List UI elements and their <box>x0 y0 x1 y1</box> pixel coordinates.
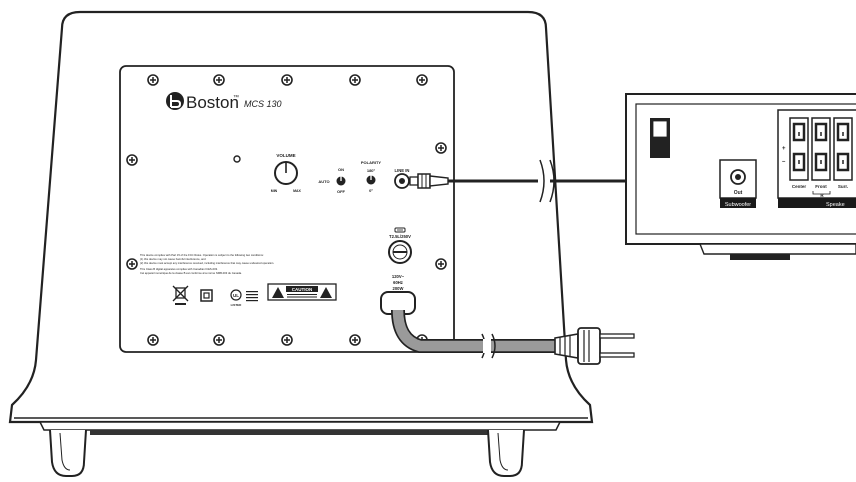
brand-trademark: ™ <box>233 94 239 101</box>
screw-icon <box>213 334 225 346</box>
screw-icon <box>416 74 428 86</box>
plug-prong <box>599 333 635 339</box>
switch-off-label: OFF <box>337 189 346 194</box>
rear-panel <box>119 65 455 353</box>
base-shadow <box>90 430 510 435</box>
speaker-terminal-column <box>811 117 831 181</box>
speaker-terminal-column <box>833 117 853 181</box>
ul-mark: UL <box>233 293 239 298</box>
volume-control: VOLUME MIN MAX <box>271 153 302 193</box>
fuse-rating: T2.5L/250V <box>389 234 411 239</box>
fcc-line: This Class B digital apparatus complies … <box>140 267 218 271</box>
screw-icon <box>349 74 361 86</box>
screw-icon <box>281 334 293 346</box>
power-input-rating: 120V~ 60Hz 200W <box>392 274 405 291</box>
regulatory-marks: UL LISTED CAUTION <box>172 283 337 307</box>
fcc-line: (1) this device may not cause harmful in… <box>140 257 206 261</box>
line-in-label: LINE IN <box>395 168 410 173</box>
volume-min-label: MIN <box>271 189 278 193</box>
speaker-r-label: R <box>820 193 824 198</box>
speaker-center-label: Center <box>792 184 807 189</box>
fcc-line: This device complies with Part 15 of the… <box>140 253 264 257</box>
rca-plug-icon <box>417 173 431 189</box>
subwoofer-label: Subwoofer <box>725 202 751 208</box>
screw-icon <box>126 154 138 166</box>
warning-triangle-icon <box>272 287 284 298</box>
polarity-label: POLARITY <box>361 160 382 165</box>
screw-icon <box>126 258 138 270</box>
ul-listed-icon: UL LISTED <box>230 289 258 307</box>
power-frequency: 60Hz <box>393 280 403 285</box>
brand-name: Boston <box>186 93 239 112</box>
polarity-switch: POLARITY 180° 0° <box>361 160 382 193</box>
caution-label: CAUTION <box>267 283 337 301</box>
receiver-unit: Out Subwoofer + – Center Front Surr. <box>625 93 856 260</box>
out-label: Out <box>734 190 743 196</box>
power-wattage: 200W <box>393 286 404 291</box>
ul-listed-label: LISTED <box>231 303 243 307</box>
caution-text: CAUTION <box>292 287 313 292</box>
power-cord <box>391 309 635 365</box>
screw-icon <box>147 74 159 86</box>
speaker-terminal-column <box>789 117 809 181</box>
switch-auto-label: AUTO <box>318 179 329 184</box>
power-led <box>233 155 241 163</box>
panel-screws <box>126 74 447 346</box>
polarity-0-label: 0° <box>369 188 373 193</box>
screw-icon <box>147 334 159 346</box>
volume-label: VOLUME <box>276 153 295 158</box>
model-name: MCS 130 <box>244 99 282 109</box>
warning-triangle-icon <box>320 287 332 298</box>
fcc-line: (2) this device must accept any interfer… <box>140 261 274 265</box>
brand-logo: Boston ™ MCS 130 <box>166 92 282 112</box>
speaker-plus-label: + <box>782 146 786 152</box>
power-voltage: 120V~ <box>392 274 405 279</box>
screw-icon <box>435 258 447 270</box>
switch-on-label: ON <box>338 167 344 172</box>
speaker-minus-label: – <box>782 159 786 165</box>
screw-icon <box>435 142 447 154</box>
line-in-jack: LINE IN <box>394 168 410 189</box>
screw-icon <box>281 74 293 86</box>
speaker-front-label: Front <box>815 184 827 189</box>
volume-max-label: MAX <box>293 189 301 193</box>
plug-prong <box>599 352 635 358</box>
speakers-label: Speake <box>826 202 845 208</box>
polarity-180-label: 180° <box>367 168 376 173</box>
weee-bin-icon <box>172 285 189 305</box>
screw-icon <box>349 334 361 346</box>
double-insulation-icon <box>200 289 213 302</box>
fcc-statement: This device complies with Part 15 of the… <box>140 253 274 275</box>
plug-strain-relief <box>554 333 579 359</box>
subwoofer-feet <box>49 429 525 477</box>
fcc-line: Cet appareil numérique de la classe B es… <box>140 271 242 275</box>
speaker-surr-label: Surr. <box>838 184 848 189</box>
power-mode-switch: ON AUTO OFF <box>318 167 345 194</box>
fuse-holder: T2.5L/250V <box>388 227 412 264</box>
screw-icon <box>213 74 225 86</box>
